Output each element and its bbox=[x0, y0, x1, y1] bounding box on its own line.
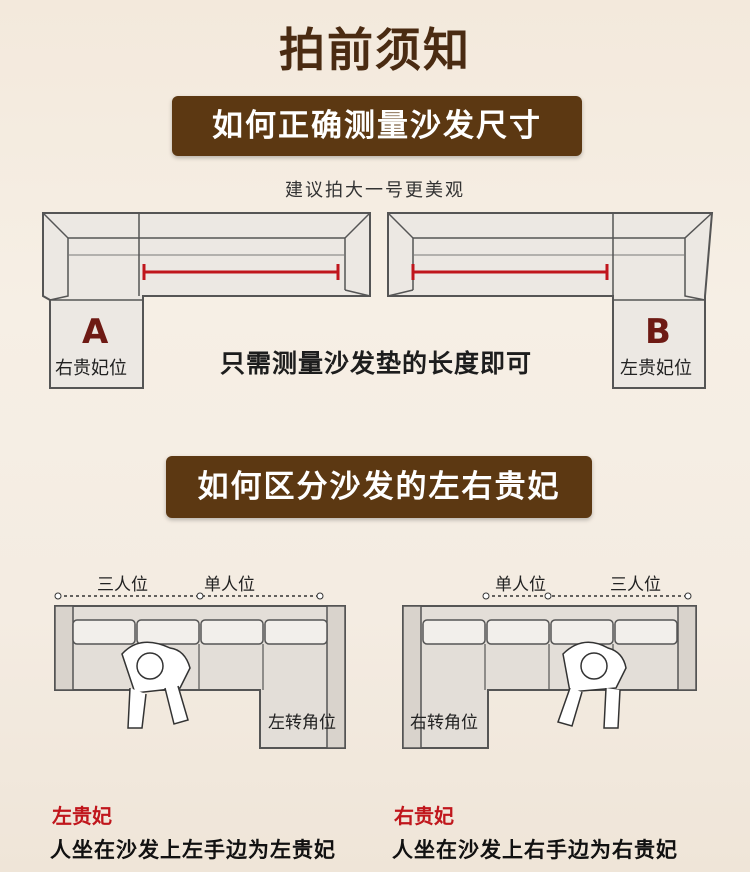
sofa-a-label: 右贵妃位 bbox=[55, 358, 127, 379]
sofa-a-letter: A bbox=[82, 312, 109, 352]
measure-banner: 如何正确测量沙发尺寸 bbox=[172, 96, 582, 156]
sofa-diagram-a bbox=[42, 212, 371, 389]
sofa-diagram-b bbox=[387, 212, 714, 389]
page-title: 拍前须知 bbox=[279, 23, 471, 77]
right-chaise-description: 人坐在沙发上右手边为右贵妃 bbox=[392, 838, 678, 862]
right-sofa-single-seat-label: 单人位 bbox=[495, 575, 546, 595]
left-chaise-description: 人坐在沙发上左手边为左贵妃 bbox=[50, 838, 336, 862]
sofa-b-label: 左贵妃位 bbox=[620, 358, 692, 379]
right-sofa-three-seat-label: 三人位 bbox=[610, 575, 661, 595]
left-sofa-three-seat-label: 三人位 bbox=[97, 575, 148, 595]
sofa-b-letter: B bbox=[645, 312, 671, 352]
distinguish-banner: 如何区分沙发的左右贵妃 bbox=[166, 456, 592, 518]
right-corner-label: 右转角位 bbox=[410, 713, 478, 733]
left-sofa-single-seat-label: 单人位 bbox=[204, 575, 255, 595]
left-chaise-title: 左贵妃 bbox=[52, 804, 112, 828]
right-chaise-title: 右贵妃 bbox=[394, 804, 454, 828]
right-chaise-sofa-diagram bbox=[402, 592, 697, 749]
left-chaise-sofa-diagram bbox=[54, 592, 346, 749]
measure-instruction: 只需测量沙发垫的长度即可 bbox=[219, 349, 532, 378]
measure-subtitle: 建议拍大一号更美观 bbox=[285, 180, 465, 201]
left-corner-label: 左转角位 bbox=[268, 713, 336, 733]
